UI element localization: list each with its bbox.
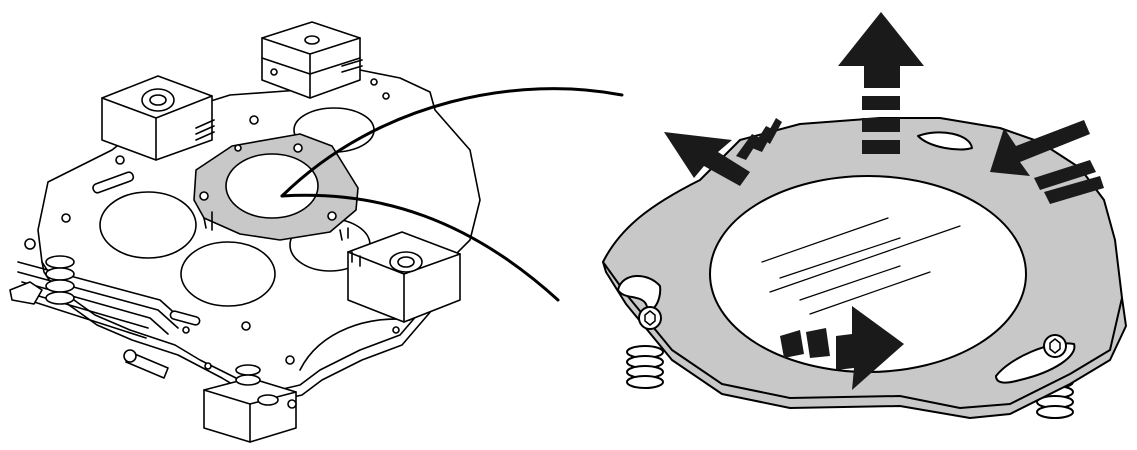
pin-head [123, 349, 137, 363]
motor-bottom [203, 377, 297, 443]
gear-stack [45, 255, 75, 305]
left-clip [9, 281, 43, 305]
screws [24, 68, 400, 409]
highlighted-lens-holder [193, 133, 359, 241]
plate-hole-upper-left [99, 191, 197, 259]
detail-panel [602, 117, 1127, 419]
screw-left [638, 306, 662, 330]
motor-top-center [261, 21, 363, 99]
rail-5 [27, 299, 147, 339]
slot-2 [169, 310, 201, 326]
slot-left [617, 275, 662, 311]
motion-arrows [664, 12, 1104, 390]
motor-top-left [101, 75, 215, 161]
arrow-curved-left-icon [664, 118, 782, 186]
gear-stack-bottom [235, 364, 279, 406]
arrow-curved-right-icon [990, 120, 1104, 204]
lens-reflection-lines [761, 217, 961, 315]
assembly-panel [9, 21, 481, 443]
motor-bottom-right [347, 231, 461, 323]
spring-left [626, 345, 664, 389]
slot-1 [92, 171, 135, 194]
plate-hole-lower [180, 241, 276, 307]
screw-right [1043, 334, 1067, 358]
arrow-up-icon [838, 12, 924, 154]
arrow-rotate-right-icon [780, 306, 904, 390]
callout-leader-curve-icon [280, 87, 624, 302]
slot-top [917, 131, 973, 151]
